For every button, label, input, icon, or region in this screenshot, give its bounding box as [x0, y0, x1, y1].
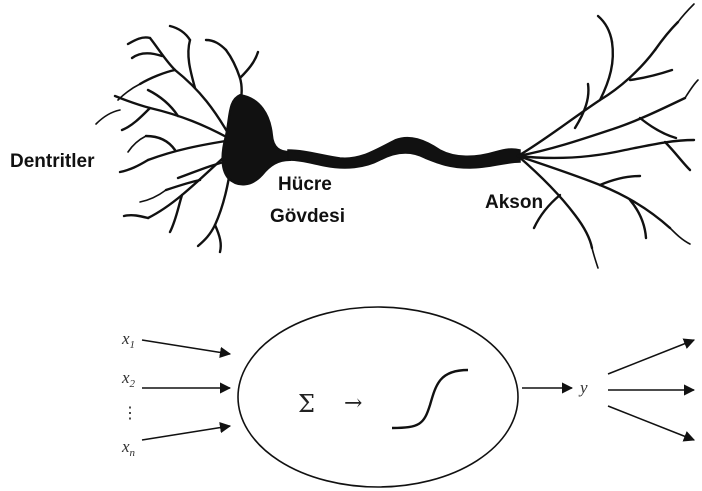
sum-symbol: Σ — [298, 390, 315, 418]
cell-body-label-line2: Gövdesi — [270, 206, 345, 227]
input-x1: x1 — [121, 329, 135, 351]
input-arrow-n — [142, 426, 230, 440]
axon-label: Akson — [485, 192, 543, 213]
input-ellipsis: ⋮ — [122, 403, 138, 422]
output-branch-down — [608, 406, 694, 440]
axon — [288, 138, 520, 168]
sigmoid-curve — [392, 370, 468, 428]
biological-neuron: Dentritler Hücre Gövdesi Akson — [10, 4, 698, 268]
dendrites-label: Dentritler — [10, 151, 95, 172]
inner-arrow: → — [344, 391, 362, 416]
input-xn: xn — [121, 437, 136, 459]
cell-body — [223, 95, 291, 184]
neuron-ellipse — [238, 307, 518, 487]
input-arrow-1 — [142, 340, 230, 354]
cell-body-label-line1: Hücre — [278, 174, 332, 195]
axon-terminals — [518, 4, 698, 268]
output-y: y — [578, 378, 588, 397]
artificial-neuron: x1 x2 ⋮ xn Σ → y — [121, 307, 694, 487]
output-branch-up — [608, 340, 694, 374]
input-x2: x2 — [121, 368, 136, 390]
